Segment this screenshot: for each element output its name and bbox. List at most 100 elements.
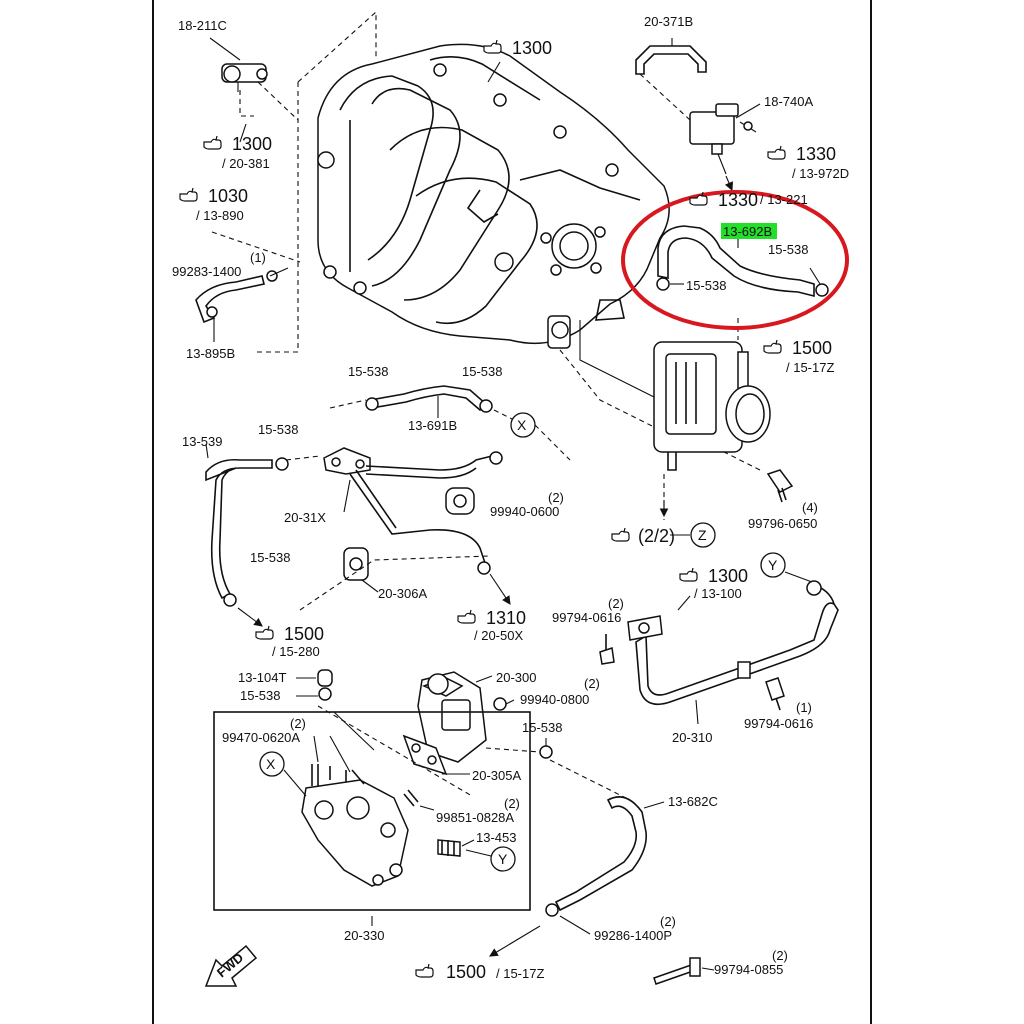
label-99796-0650: 99796-0650 (748, 516, 817, 531)
pointing-hand-icon (763, 339, 782, 354)
circle-z: Z (698, 527, 707, 543)
ref-1300-b-sub: / 20-381 (222, 156, 270, 171)
throttle-body (653, 318, 771, 520)
label-13-539: 13-539 (182, 434, 222, 449)
pipe-20-31X (323, 447, 511, 605)
sensor-18-211C (209, 37, 299, 121)
label-13-104T: 13-104T (238, 670, 286, 685)
label-99283-qty: (1) (250, 250, 266, 265)
hose-13-682C (489, 796, 665, 957)
highlight-box (721, 223, 777, 239)
fwd-arrow-icon: FWD (204, 944, 258, 987)
hose-13-895B (195, 231, 301, 342)
label-20-300: 20-300 (496, 670, 536, 685)
ref-1500-a: 1500 (792, 338, 832, 358)
ref-1500-c: 1500 (446, 962, 486, 982)
pointing-hand-icon (179, 187, 198, 202)
label-15-538-h: 15-538 (522, 720, 562, 735)
label-99940-0600-qty: (2) (548, 490, 564, 505)
label-13-453: 13-453 (476, 830, 516, 845)
pointing-hand-icon (483, 39, 502, 54)
label-99940-0600: 99940-0600 (490, 504, 559, 519)
label-15-538-g: 15-538 (240, 688, 280, 703)
label-99794-0616-b-qty: (1) (796, 700, 812, 715)
label-99794-0616-a: 99794-0616 (552, 610, 621, 625)
label-99794-0616-a-qty: (2) (608, 596, 624, 611)
hose-13-539 (205, 443, 321, 627)
pointing-hand-icon (767, 145, 786, 160)
label-99286-1400P: 99286-1400P (594, 928, 672, 943)
ref-1300-a: 1300 (512, 38, 552, 58)
ref-1030: 1030 (208, 186, 248, 206)
ref-1330-sub: / 13-972D (792, 166, 849, 181)
ref-1300-b: 1300 (232, 134, 272, 154)
intake-manifold (254, 10, 681, 441)
highlight-circle (621, 190, 849, 330)
label-99851-qty: (2) (504, 796, 520, 811)
label-18-740A: 18-740A (764, 94, 813, 109)
label-15-538-b: 15-538 (686, 278, 726, 293)
label-99470-qty: (2) (290, 716, 306, 731)
ref-1330-b: 1330 (718, 190, 758, 210)
label-15-538-d: 15-538 (462, 364, 502, 379)
pointing-hand-icon (415, 963, 434, 978)
egr-valve-20-300 (402, 671, 631, 801)
ref-1500-b: 1500 (284, 624, 324, 644)
circle-y: Y (768, 557, 778, 573)
ref-2-2: (2/2) (638, 526, 675, 546)
circle-markers: X Z Y X Y (259, 412, 813, 872)
bolt-99796-0650 (719, 449, 794, 503)
label-99940-0800-qty: (2) (584, 676, 600, 691)
circle-y-2: Y (498, 851, 508, 867)
label-15-538-f: 15-538 (250, 550, 290, 565)
label-20-31X: 20-31X (284, 510, 326, 525)
label-20-330: 20-330 (344, 928, 384, 943)
bolts-99794-0616 (599, 634, 785, 711)
label-13-682C: 13-682C (668, 794, 718, 809)
label-15-538-e: 15-538 (258, 422, 298, 437)
label-20-310: 20-310 (672, 730, 712, 745)
pipe-20-310 (627, 580, 839, 725)
bolt-99794-0855 (653, 957, 715, 985)
cap-13-104T (296, 669, 333, 701)
solenoid-18-740A (689, 103, 761, 192)
ref-1500-b-sub: / 15-280 (272, 644, 320, 659)
label-99286-qty: (2) (660, 914, 676, 929)
hose-20-371B (635, 38, 707, 121)
ref-1310-sub: / 20-50X (474, 628, 523, 643)
ref-1500-a-sub: / 15-17Z (786, 360, 834, 375)
label-99794-0855: 99794-0855 (714, 962, 783, 977)
label-20-305A: 20-305A (472, 768, 521, 783)
label-99794-0855-qty: (2) (772, 948, 788, 963)
label-20-371B: 20-371B (644, 14, 693, 29)
label-99470-0620A: 99470-0620A (222, 730, 300, 745)
label-99796-0650-qty: (4) (802, 500, 818, 515)
hose-13-692B (656, 225, 829, 298)
ref-1300-c: 1300 (708, 566, 748, 586)
label-15-538-a: 15-538 (768, 242, 808, 257)
label-13-692B: 13-692B (723, 224, 772, 239)
pointing-hand-icon (611, 527, 630, 542)
label-99794-0616-b: 99794-0616 (744, 716, 813, 731)
hose-13-691B (329, 385, 515, 421)
circle-x-2: X (266, 756, 276, 772)
label-99283-1400: 99283-1400 (172, 264, 241, 279)
pointing-hand-icon (679, 567, 698, 582)
label-99940-0800: 99940-0800 (520, 692, 589, 707)
label-99851-0828A: 99851-0828A (436, 810, 514, 825)
box-20-330 (213, 705, 531, 926)
label-13-691B: 13-691B (408, 418, 457, 433)
ref-1310: 1310 (486, 608, 526, 628)
label-15-538-c: 15-538 (348, 364, 388, 379)
label-13-895B: 13-895B (186, 346, 235, 361)
pointing-hand-icon (255, 625, 274, 640)
pointing-hand-icon (457, 609, 476, 624)
ref-1330: 1330 (796, 144, 836, 164)
part-labels: 18-211C 20-371B 18-740A 1300 1300 / 20-3… (172, 14, 849, 982)
pointing-hand-icon (203, 135, 222, 150)
ref-1300-c-sub: / 13-100 (694, 586, 742, 601)
ref-1330-b-sub: / 13-221 (760, 192, 808, 207)
circle-x: X (517, 417, 527, 433)
ref-1030-sub: / 13-890 (196, 208, 244, 223)
